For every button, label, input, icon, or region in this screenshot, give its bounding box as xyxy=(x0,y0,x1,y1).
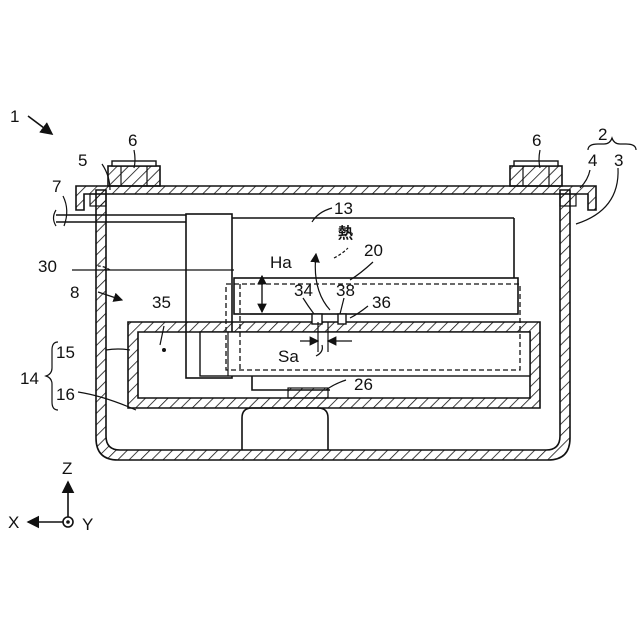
label-16: 16 xyxy=(56,385,75,404)
pin-38 xyxy=(338,314,346,324)
label-30: 30 xyxy=(38,257,57,276)
label-14: 14 xyxy=(20,369,39,388)
label-38: 38 xyxy=(336,281,355,300)
label-4: 4 xyxy=(588,151,597,170)
label-1: 1 xyxy=(10,107,19,126)
axis-y-label: Y xyxy=(82,515,93,534)
label-heat: 熱 xyxy=(338,224,353,242)
axis-indicator: Z X Y xyxy=(8,459,93,534)
label-15: 15 xyxy=(56,343,75,362)
label-35: 35 xyxy=(152,293,171,312)
label-5: 5 xyxy=(78,151,87,170)
cell-dot xyxy=(162,348,166,352)
label-sa: Sa xyxy=(278,347,299,366)
label-34: 34 xyxy=(294,281,313,300)
axis-z-label: Z xyxy=(62,459,72,478)
label-3: 3 xyxy=(614,151,623,170)
label-20: 20 xyxy=(364,241,383,260)
label-2: 2 xyxy=(598,125,607,144)
label-6-left: 6 xyxy=(128,131,137,150)
label-7: 7 xyxy=(52,177,61,196)
cable xyxy=(54,210,187,226)
lid-left-flange xyxy=(90,194,106,206)
pin-34 xyxy=(312,314,322,324)
label-13: 13 xyxy=(334,199,353,218)
label-26: 26 xyxy=(354,375,373,394)
bolt-right xyxy=(510,161,562,186)
bolt-left xyxy=(108,161,160,186)
axis-x-label: X xyxy=(8,513,19,532)
label-8: 8 xyxy=(70,283,79,302)
label-36: 36 xyxy=(372,293,391,312)
label-ha: Ha xyxy=(270,253,292,272)
lid-right-flange xyxy=(560,194,576,206)
label-6-right: 6 xyxy=(532,131,541,150)
case-foot xyxy=(242,408,328,450)
